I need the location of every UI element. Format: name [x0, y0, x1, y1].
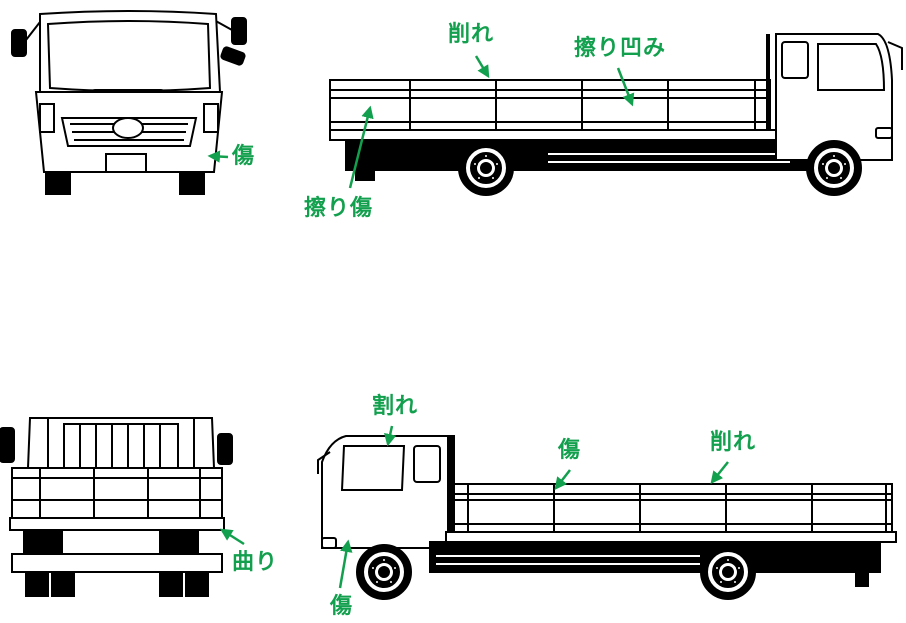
arrow-left-dent	[616, 67, 635, 107]
damage-arrows	[207, 55, 729, 589]
truck-rear-view	[0, 417, 233, 597]
arrow-front-scratch	[207, 150, 229, 163]
arrow-right-scratch-bumper	[338, 539, 353, 589]
left-abrasion-label: 擦り傷	[304, 196, 374, 221]
truck-right-side-view	[317, 435, 897, 600]
front-damage-label: 傷	[232, 144, 256, 169]
truck-left-side-view	[329, 33, 903, 196]
left-chip-label: 削れ	[448, 22, 495, 47]
arrow-right-scratch-deck	[554, 469, 571, 490]
arrow-left-abrasion	[348, 105, 374, 189]
arrow-right-crack	[384, 425, 397, 447]
right-chip-label: 削れ	[710, 430, 757, 455]
left-dent-label: 擦り凹み	[574, 36, 667, 61]
truck-front-view	[11, 10, 247, 195]
right-scratch-bumper-label: 傷	[330, 594, 354, 619]
arrow-right-chip	[710, 461, 729, 484]
right-crack-label: 割れ	[372, 394, 419, 419]
right-scratch-deck-label: 傷	[558, 438, 582, 463]
arrow-rear-bend	[219, 528, 245, 546]
arrow-left-chip	[474, 55, 490, 79]
rear-bend-label: 曲り	[232, 550, 279, 575]
